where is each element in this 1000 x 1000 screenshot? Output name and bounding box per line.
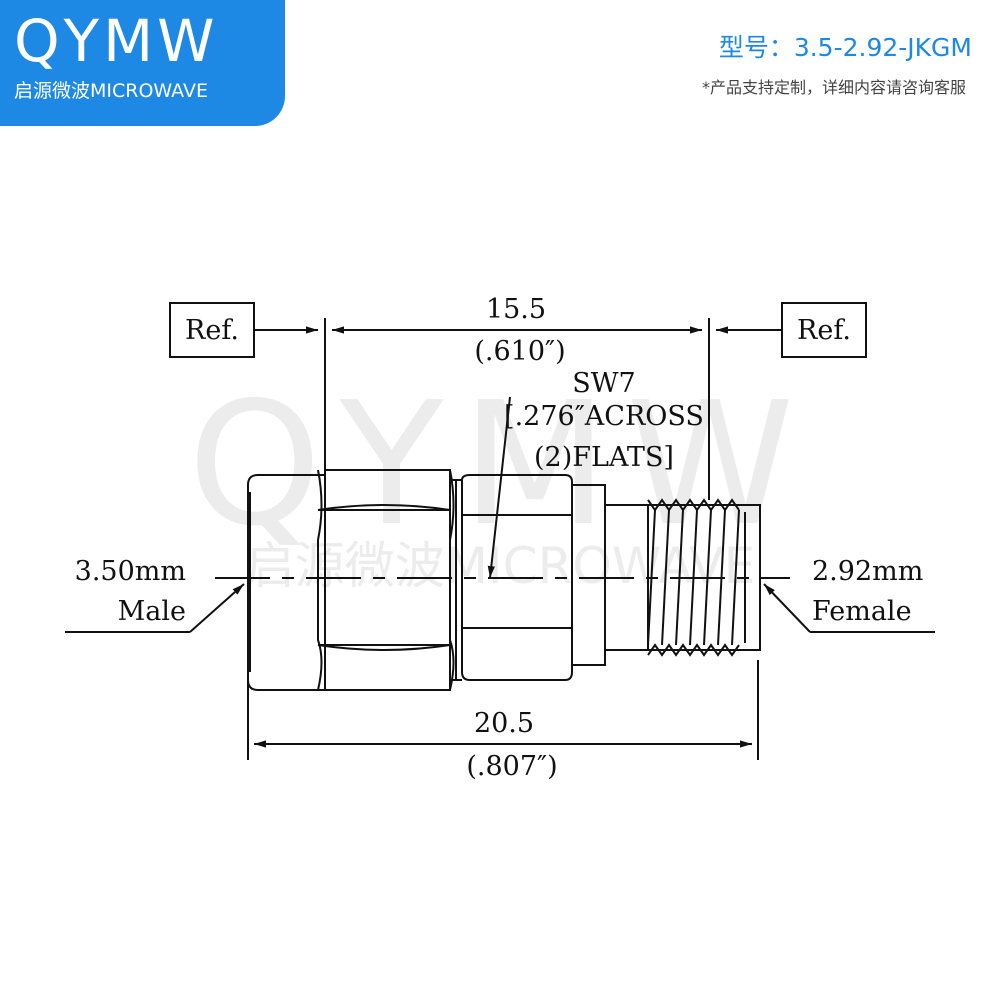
female-size-label: 2.92mm (812, 556, 923, 587)
model-number: 型号：3.5-2.92-JKGM (718, 33, 972, 62)
thread-bottom (647, 643, 740, 657)
hex-nut (324, 469, 451, 691)
sw-label-1: SW7 (572, 368, 635, 399)
dim-bottom-in: (.807″) (466, 751, 557, 782)
male-type-label: Male (118, 596, 186, 627)
logo-letters: QYMW (14, 7, 219, 75)
male-nut (247, 474, 326, 691)
female-type-label: Female (812, 596, 912, 627)
customization-note: *产品支持定制，详细内容请咨询客服 (701, 78, 966, 97)
dim-top-mm: 15.5 (486, 294, 546, 325)
sw7-hex (461, 474, 573, 681)
logo-subtitle: 启源微波MICROWAVE (14, 80, 208, 102)
thread-top (647, 498, 740, 512)
dim-bottom-mm: 20.5 (474, 708, 534, 739)
brand-logo: QYMW 启源微波MICROWAVE (0, 0, 285, 126)
watermark-letters: QYMW (187, 380, 813, 550)
sw-label-3: (2)FLATS] (534, 442, 674, 473)
sw7-leader (487, 396, 511, 579)
dim-top-in: (.610″) (474, 336, 565, 367)
ref-label-right: Ref. (797, 315, 851, 346)
male-size-label: 3.50mm (75, 556, 186, 587)
watermark-subtitle: 启源微波MICROWAVE (244, 537, 756, 595)
sw-label-2: [.276″ACROSS (504, 401, 704, 432)
ref-label-left: Ref. (185, 315, 239, 346)
